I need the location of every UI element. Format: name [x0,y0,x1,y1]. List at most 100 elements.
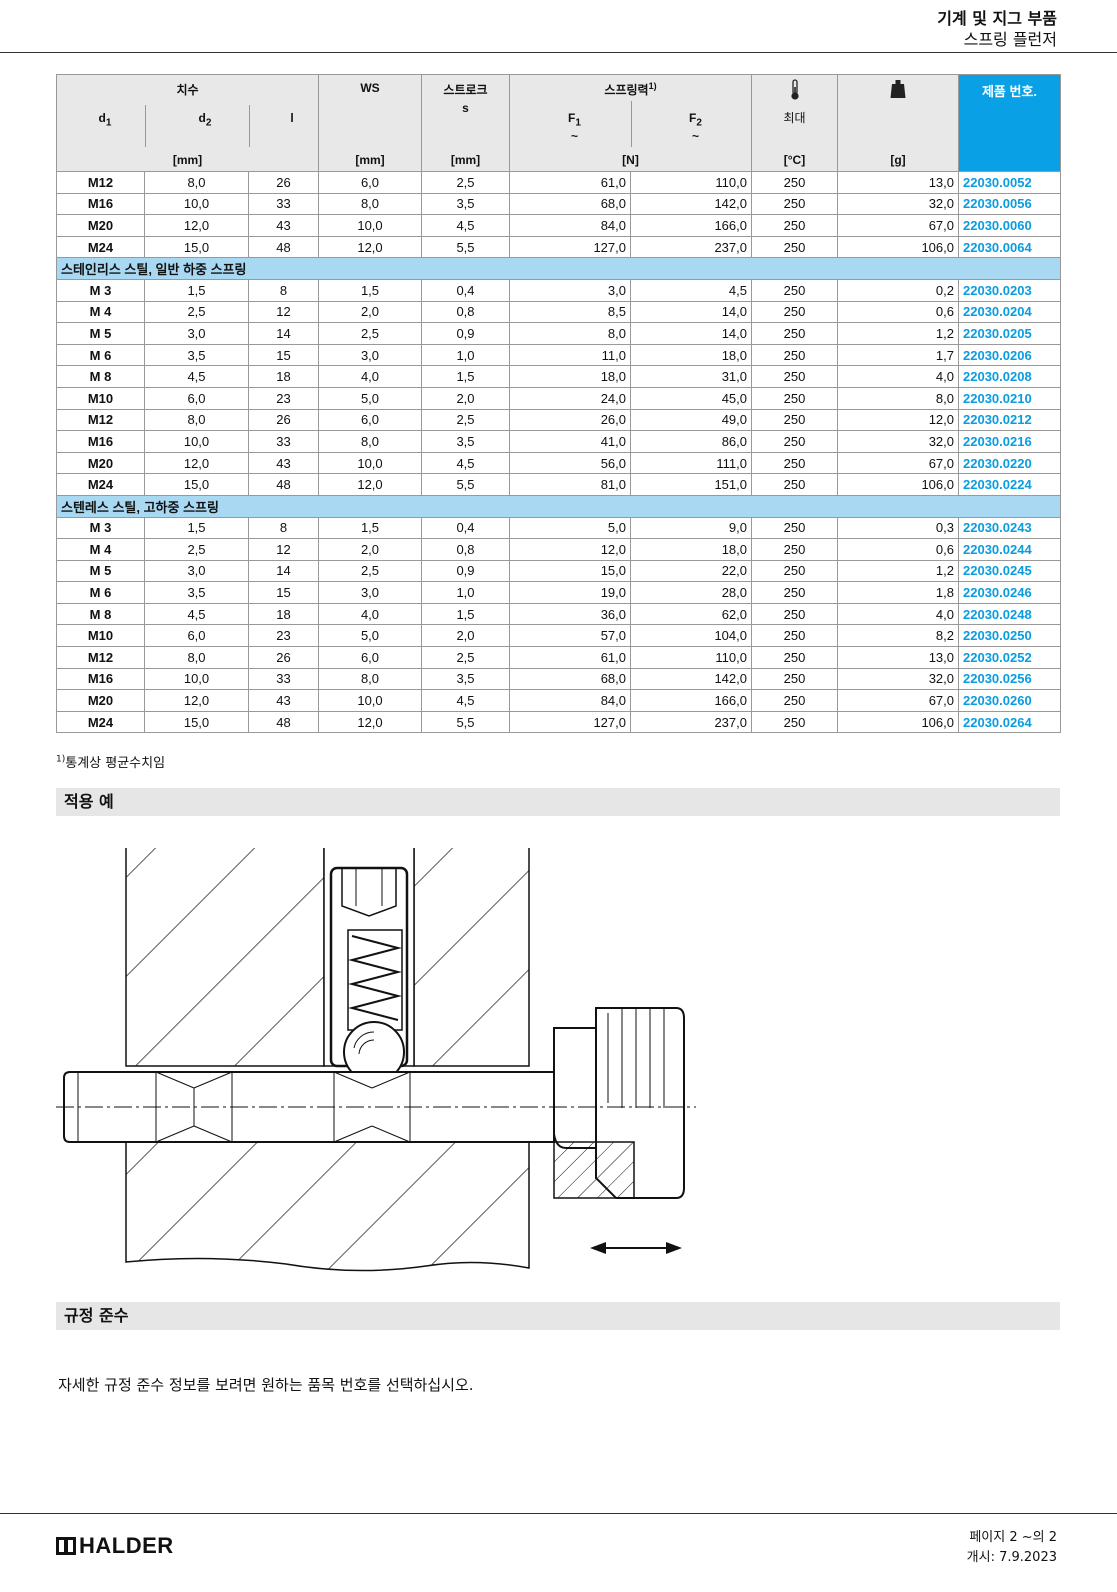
cell-weight: 12,0 [837,408,959,432]
cell-d2: 15,0 [144,235,249,259]
release-date: 개시: 7.9.2023 [966,1550,1057,1565]
cell-stroke: 0,8 [421,538,510,561]
cell-weight: 1,7 [837,343,959,367]
cell-stroke: 2,0 [421,386,510,410]
cell-part-number[interactable]: 22030.0243 [958,516,1061,540]
cell-part-number[interactable]: 22030.0264 [958,710,1061,734]
cell-stroke: 0,4 [421,516,510,540]
cell-f1: 11,0 [509,343,631,367]
cell-stroke: 0,9 [421,559,510,583]
header-ws: WS [mm] [318,74,422,172]
footnote: 1)통계상 평균수치임 [56,754,166,771]
cell-f1: 61,0 [509,646,631,669]
cell-weight: 0,3 [837,516,959,540]
cell-part-number[interactable]: 22030.0216 [958,430,1061,453]
cell-stroke: 1,5 [421,365,510,388]
cell-part-number[interactable]: 22030.0212 [958,408,1061,432]
cell-temp: 250 [751,602,838,626]
cell-weight: 67,0 [837,214,959,237]
cell-f1: 24,0 [509,386,631,410]
cell-f2: 110,0 [630,646,752,669]
header-temperature: 최대 [°C] [751,74,838,172]
cell-temp: 250 [751,667,838,691]
cell-part-number[interactable]: 22030.0246 [958,581,1061,604]
cell-d1: M24 [56,710,145,734]
cell-part-number[interactable]: 22030.0060 [958,214,1061,237]
force-label: 스프링력1) [604,81,657,97]
header-title: 기계 및 지그 부품 [937,9,1057,28]
cell-temp: 250 [751,624,838,648]
cell-weight: 67,0 [837,689,959,712]
cell-stroke: 2,5 [421,408,510,432]
cell-temp: 250 [751,451,838,475]
cell-d1: M20 [56,451,145,475]
cell-d2: 10,0 [144,430,249,453]
cell-part-number[interactable]: 22030.0245 [958,559,1061,583]
cell-f1: 5,0 [509,516,631,540]
cell-temp: 250 [751,689,838,712]
cell-d1: M 5 [56,559,145,583]
cell-part-number[interactable]: 22030.0052 [958,171,1061,194]
cell-part-number[interactable]: 22030.0064 [958,235,1061,259]
temp-max-label: 최대 [783,111,806,125]
cell-d2: 10,0 [144,192,249,216]
cell-ws: 1,5 [318,278,422,302]
cell-part-number[interactable]: 22030.0206 [958,343,1061,367]
section-row: 스텐레스 스틸, 고하중 스프링 [56,494,1061,518]
cell-f2: 62,0 [630,602,752,626]
cell-stroke: 3,5 [421,667,510,691]
cell-part-number[interactable]: 22030.0248 [958,602,1061,626]
page-info: 페이지 2 ~의 2 개시: 7.9.2023 [967,1528,1057,1568]
cell-f2: 22,0 [630,559,752,583]
cell-part-number[interactable]: 22030.0204 [958,300,1061,324]
cell-l: 23 [248,386,319,410]
cell-d1: M16 [56,667,145,691]
cell-part-number[interactable]: 22030.0250 [958,624,1061,648]
weight-icon [842,80,954,101]
cell-part-number[interactable]: 22030.0220 [958,451,1061,475]
cell-l: 14 [248,322,319,345]
cell-d1: M 3 [56,516,145,540]
cell-ws: 12,0 [318,473,422,496]
cell-l: 43 [248,451,319,475]
cell-f1: 81,0 [509,473,631,496]
d1-header: d1 [98,111,112,129]
cell-temp: 250 [751,300,838,324]
cell-f2: 49,0 [630,408,752,432]
cell-stroke: 5,5 [421,235,510,259]
cell-part-number[interactable]: 22030.0252 [958,646,1061,669]
cell-l: 15 [248,343,319,367]
cell-f1: 61,0 [509,171,631,194]
cell-part-number[interactable]: 22030.0203 [958,278,1061,302]
cell-f1: 127,0 [509,710,631,734]
cell-ws: 2,5 [318,559,422,583]
cell-f1: 127,0 [509,235,631,259]
cell-weight: 1,2 [837,322,959,345]
cell-stroke: 0,9 [421,322,510,345]
application-drawing [56,848,696,1272]
cell-part-number[interactable]: 22030.0208 [958,365,1061,388]
cell-part-number[interactable]: 22030.0210 [958,386,1061,410]
cell-weight: 8,2 [837,624,959,648]
section-title: 스텐레스 스틸, 고하중 스프링 [56,494,1061,518]
cell-weight: 0,2 [837,278,959,302]
cell-ws: 6,0 [318,171,422,194]
stroke-unit: [mm] [450,153,481,167]
cell-part-number[interactable]: 22030.0256 [958,667,1061,691]
cell-part-number[interactable]: 22030.0244 [958,538,1061,561]
cell-part-number[interactable]: 22030.0056 [958,192,1061,216]
cell-l: 26 [248,408,319,432]
cell-f1: 36,0 [509,602,631,626]
cell-part-number[interactable]: 22030.0205 [958,322,1061,345]
part-number-label: 제품 번호. [981,84,1038,99]
cell-f2: 14,0 [630,300,752,324]
cell-d1: M 8 [56,602,145,626]
cell-ws: 2,0 [318,538,422,561]
cell-weight: 32,0 [837,667,959,691]
cell-part-number[interactable]: 22030.0260 [958,689,1061,712]
cell-part-number[interactable]: 22030.0224 [958,473,1061,496]
